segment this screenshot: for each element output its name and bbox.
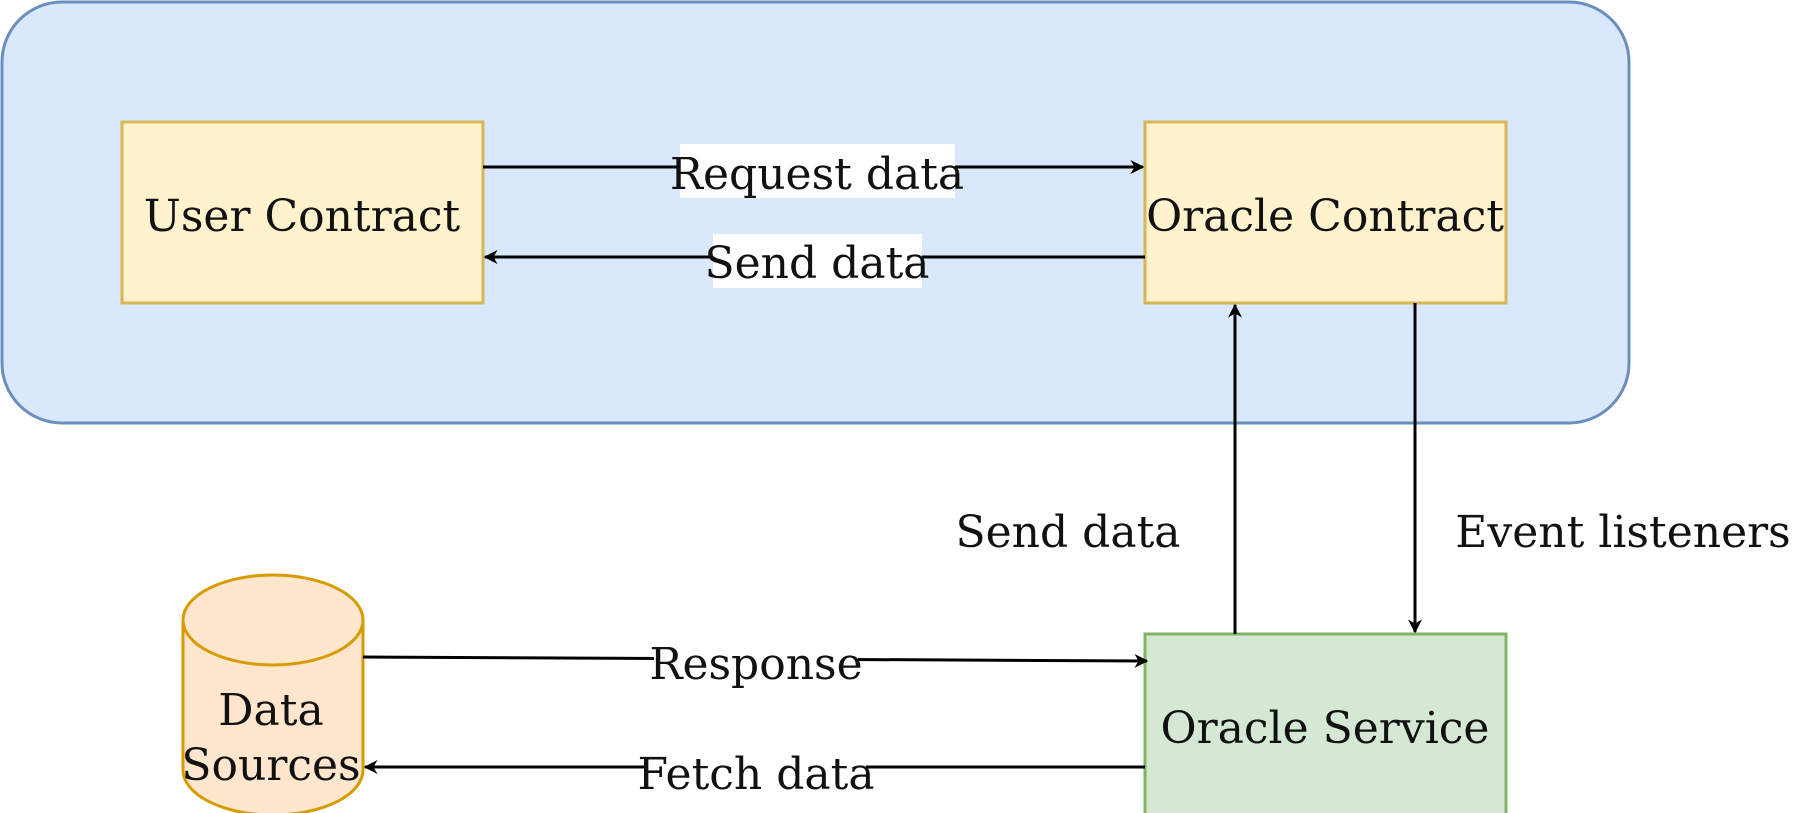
oracle-contract-node[interactable]: Oracle Contract (1143, 120, 1508, 305)
edge-send-data-contract-label: Send data (705, 238, 930, 289)
data-sources-label-line1: Data (218, 685, 323, 736)
edge-send-data-service[interactable]: Send data (956, 303, 1242, 634)
edge-event-listeners[interactable]: Event listeners (1408, 303, 1791, 634)
data-sources-cylinder-body (181, 620, 365, 813)
oracle-service-label: Oracle Service (1161, 703, 1490, 754)
edge-response[interactable]: Response (362, 634, 1149, 690)
user-contract-label: User Contract (144, 191, 461, 242)
user-contract-node[interactable]: User Contract (120, 120, 485, 305)
oracle-contract-label: Oracle Contract (1146, 191, 1504, 242)
edge-response-label: Response (649, 639, 862, 690)
data-sources-label-line2: Sources (181, 740, 360, 791)
data-sources-cylinder-top (181, 573, 365, 667)
edge-request-data[interactable]: Request data (483, 144, 1145, 200)
edge-fetch-data-label: Fetch data (637, 749, 874, 800)
edge-send-data-contract[interactable]: Send data (483, 234, 1145, 289)
data-sources-node[interactable]: Data Sources (181, 573, 365, 813)
edge-request-data-label: Request data (670, 149, 964, 200)
edge-send-data-service-label: Send data (956, 507, 1181, 558)
edge-event-listeners-label: Event listeners (1455, 507, 1790, 558)
edge-fetch-data[interactable]: Fetch data (363, 744, 1145, 800)
contract-group-container (0, 0, 1631, 425)
oracle-service-node[interactable]: Oracle Service (1143, 632, 1508, 813)
